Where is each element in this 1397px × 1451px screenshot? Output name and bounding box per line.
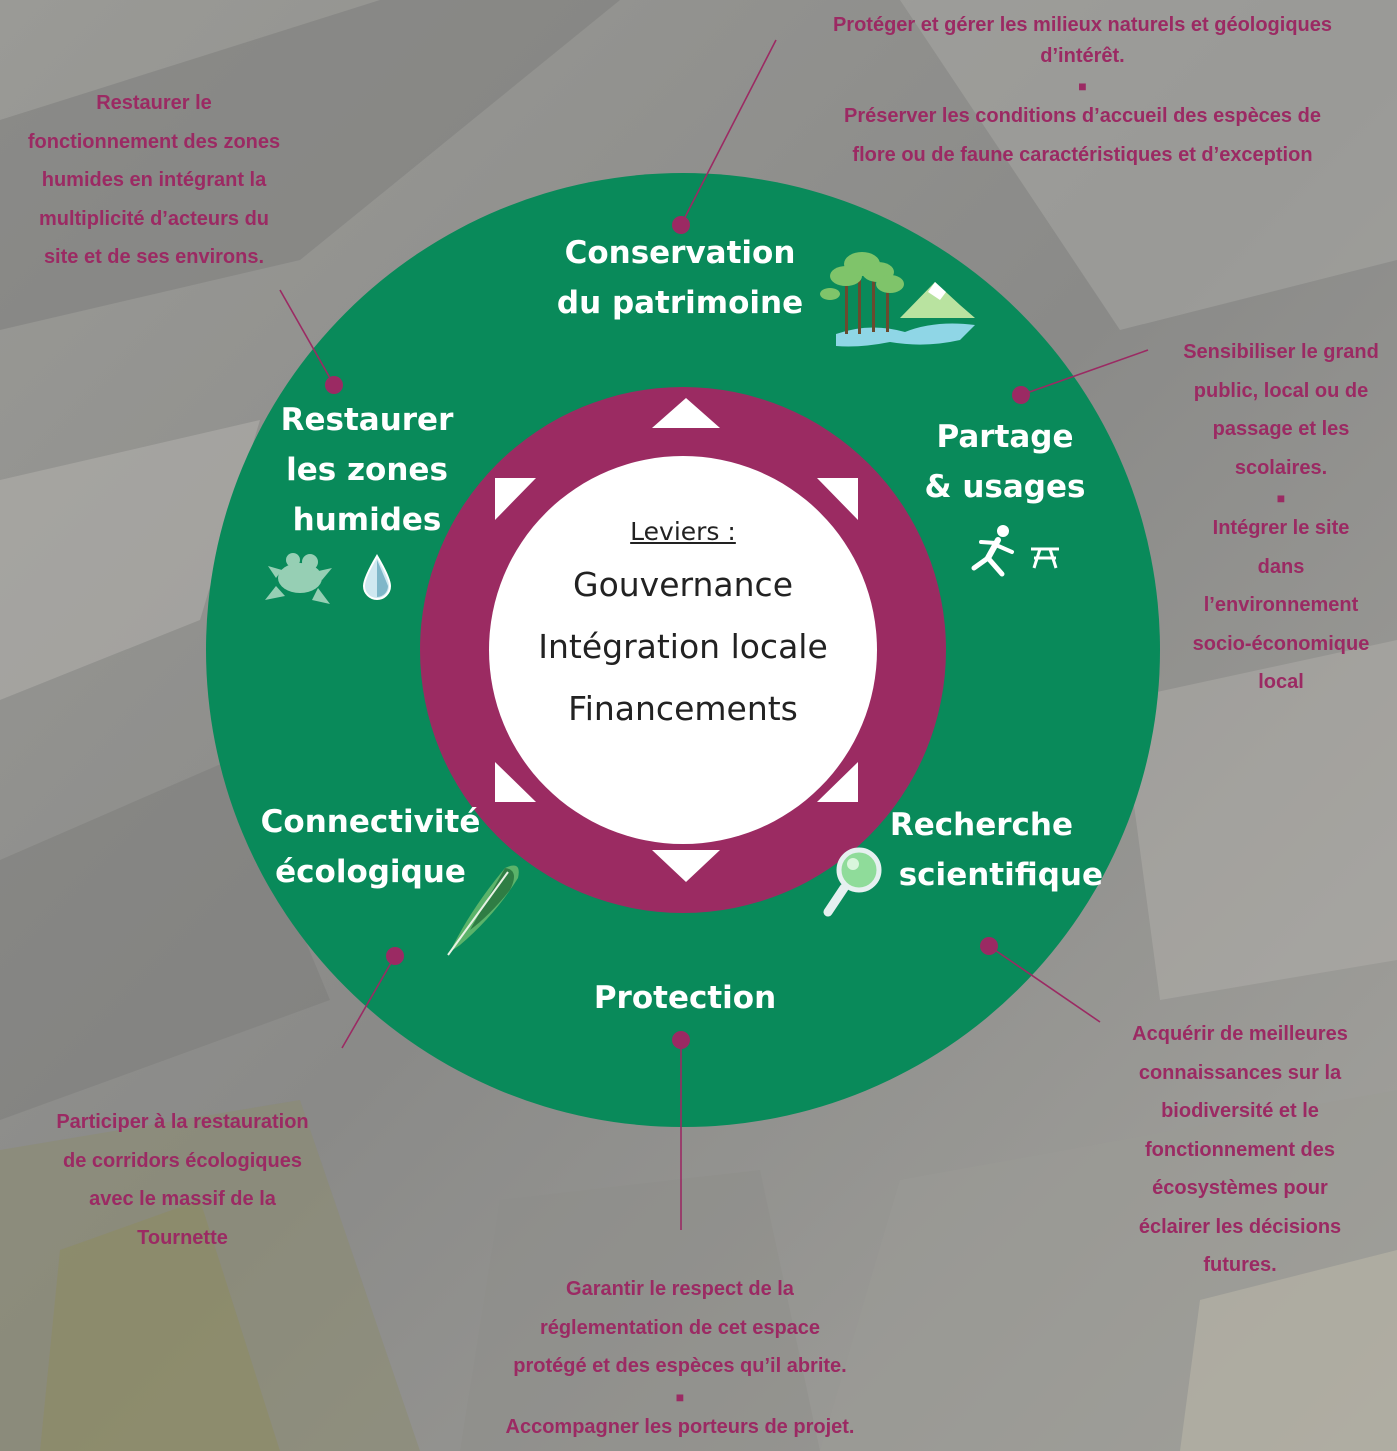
lever-local-integration: Intégration locale — [538, 627, 828, 666]
connector-line-right — [1020, 349, 1149, 396]
connector-dot-bottom-left — [386, 947, 404, 965]
segment-partage: Partage & usages — [915, 412, 1095, 512]
connector-dot-top — [672, 216, 690, 234]
note-bottom-left: Participer à la restauration de corridor… — [56, 1111, 309, 1249]
segment-restaurer: Restaurer les zones humides — [262, 395, 472, 545]
note-top-right: Protéger et gérer les milieux naturels e… — [775, 6, 1390, 174]
segment-conservation-line2: du patrimoine — [556, 285, 804, 321]
segment-conservation-line1: Conservation — [564, 235, 796, 271]
arrow-top-right — [817, 478, 858, 520]
note-right: Sensibiliser le grand public, local ou d… — [1166, 333, 1396, 702]
runner-icon — [971, 525, 1014, 577]
segment-recherche-line1: Recherche — [889, 807, 1073, 843]
arrow-down — [652, 850, 720, 882]
segment-restaurer-line1: Restaurer — [280, 402, 454, 438]
connector-dot-bottom — [672, 1031, 690, 1049]
segment-recherche-line2: scientifique — [898, 857, 1103, 893]
separator-square: ■ — [1276, 490, 1286, 506]
separator-square: ■ — [1078, 78, 1087, 94]
connector-dot-top-left — [325, 376, 343, 394]
segment-partage-line2: & usages — [924, 469, 1086, 505]
segment-partage-line1: Partage — [936, 419, 1074, 455]
levers-block: Leviers : Gouvernance Intégration locale… — [483, 510, 883, 740]
frog-icon — [265, 553, 332, 604]
lever-governance: Gouvernance — [573, 565, 793, 604]
connector-line-bottom-left — [341, 955, 396, 1049]
note-top-left: Restaurer le fonctionnement des zones hu… — [27, 92, 281, 268]
arrow-bottom-left — [495, 762, 536, 802]
note-bottom: Garantir le respect de la réglementation… — [455, 1270, 905, 1446]
segment-connectivite-line1: Connectivité — [260, 804, 481, 840]
connector-line-top-left — [279, 289, 335, 386]
separator-square: ■ — [675, 1388, 685, 1405]
note-bottom-right: Acquérir de meilleures connaissances sur… — [1132, 1023, 1348, 1276]
water-drop-icon — [362, 554, 392, 600]
connector-line-bottom-right — [988, 945, 1101, 1023]
segment-recherche: Recherche scientifique — [868, 800, 1103, 900]
connector-dot-bottom-right — [980, 937, 998, 955]
segment-conservation: Conservation du patrimoine — [530, 228, 830, 328]
segment-restaurer-line2: les zones — [286, 452, 448, 488]
connector-line-top — [680, 39, 777, 226]
feather-icon — [447, 865, 519, 956]
segment-protection: Protection — [560, 973, 810, 1023]
arrow-top-left — [495, 478, 536, 520]
picnic-table-icon — [1031, 547, 1059, 569]
center-white-disc — [489, 456, 877, 844]
magnifier-icon — [823, 847, 882, 917]
arrow-bottom-right — [817, 762, 858, 802]
lever-funding: Financements — [568, 689, 798, 728]
segment-restaurer-line3: humides — [292, 502, 442, 538]
arrow-up — [652, 398, 720, 428]
segment-connectivite-line2: écologique — [275, 854, 466, 890]
segment-connectivite: Connectivité écologique — [248, 797, 493, 897]
connector-dot-right — [1012, 386, 1030, 404]
segment-protection-label: Protection — [593, 980, 777, 1016]
forest-landscape-icon — [820, 252, 975, 347]
levers-heading: Leviers : — [630, 517, 736, 546]
